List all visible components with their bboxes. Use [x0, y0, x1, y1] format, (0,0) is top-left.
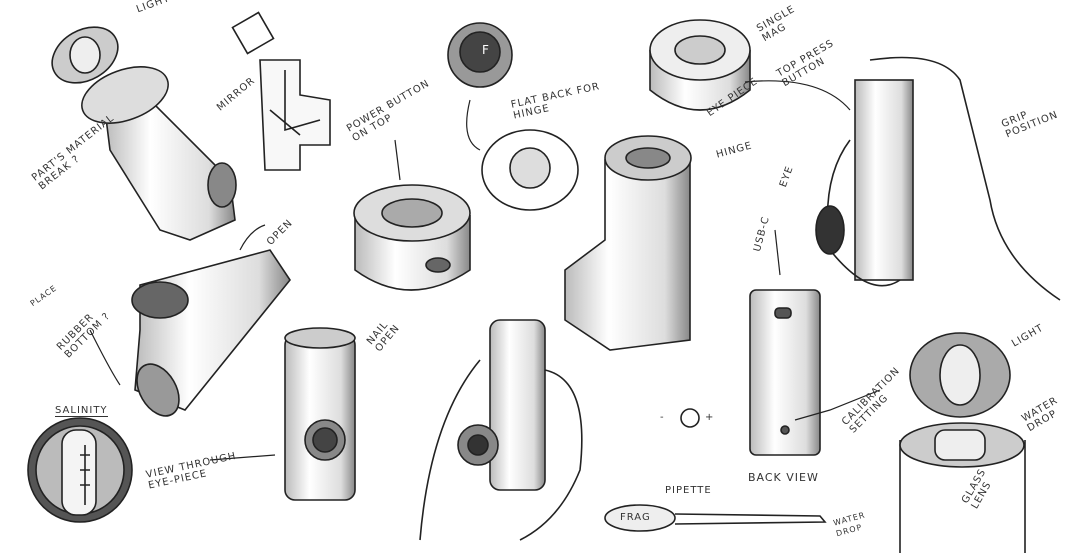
label-frag: FRAG [620, 512, 651, 523]
flat-button-sketch [447, 22, 579, 211]
mirror-diagram-sketch [231, 11, 331, 171]
open-device-sketch [131, 249, 291, 417]
hinge-device-sketch [564, 135, 692, 351]
back-view-device-sketch [680, 289, 821, 456]
hand-holding-device-sketch [419, 319, 583, 541]
label-pipette: PIPETTE [665, 485, 712, 496]
label-plus: + [705, 412, 715, 423]
eye-piece-sketch [649, 19, 751, 111]
label-salinity: SALINITY [55, 405, 108, 417]
device-sketch-open-lid [51, 26, 237, 241]
pipette-sketch [604, 504, 827, 532]
label-back-view: BACK VIEW [748, 471, 819, 484]
power-button-device-sketch [353, 184, 471, 291]
lid-light-device-sketch [899, 332, 1026, 553]
annotation-arrows [89, 80, 881, 461]
grip-position-sketch [815, 56, 1061, 301]
label-minus: - [660, 412, 665, 423]
flat-button-letter: F [482, 43, 490, 57]
salinity-view-sketch [27, 417, 133, 523]
nail-open-device-sketch [284, 327, 356, 501]
